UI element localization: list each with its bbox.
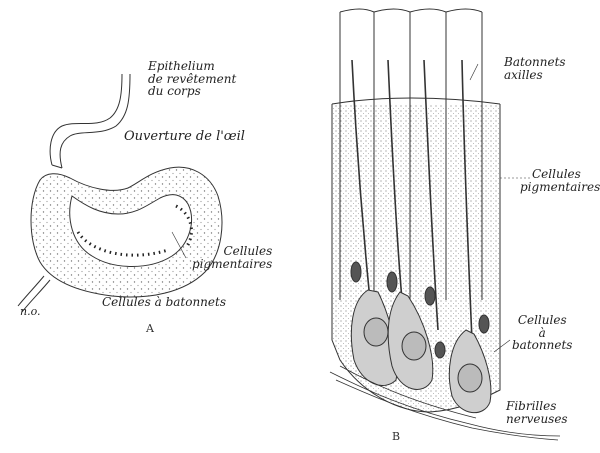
panel-a-drawing [18, 74, 222, 312]
label-axial-rods: Batonnets axilles [504, 56, 566, 81]
label-nerve-fibrils: Fibrilles nerveuses [506, 400, 568, 425]
panel-a-letter: A [146, 322, 154, 335]
panel-b-letter: B [392, 430, 400, 443]
label-nerve-a: n.o. [20, 306, 41, 318]
label-epithelium: Epithelium de revêtement du corps [148, 60, 236, 98]
label-pigment-cells-a: Cellules pigmentaires [192, 245, 272, 270]
label-rod-cells-b: Cellules à batonnets [512, 314, 572, 352]
label-rod-cells-a: Cellules à batonnets [102, 296, 226, 309]
label-eye-opening: Ouverture de l'œil [124, 130, 245, 144]
label-pigment-cells-b: Cellules pigmentaires [520, 168, 600, 193]
